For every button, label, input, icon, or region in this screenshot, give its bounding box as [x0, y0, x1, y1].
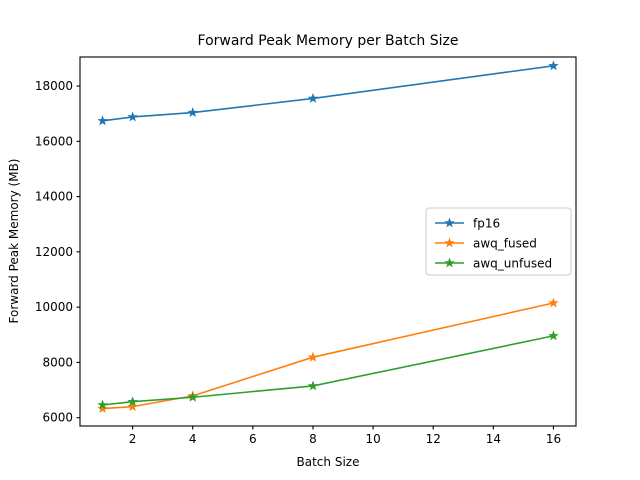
- x-tick-label: 16: [546, 432, 561, 446]
- series-group: [97, 60, 559, 414]
- data-point-marker: [97, 403, 108, 414]
- data-point-marker: [97, 399, 108, 410]
- x-axis-ticks: 2 4 6 8 10 12 14 16: [129, 426, 561, 446]
- x-tick-label: 8: [309, 432, 317, 446]
- data-point-marker: [187, 391, 198, 402]
- x-tick-label: 12: [426, 432, 441, 446]
- data-point-marker: [548, 60, 559, 71]
- legend-marker-awq_unfused: [444, 257, 455, 268]
- x-tick-label: 2: [129, 432, 137, 446]
- legend-marker-fp16: [444, 217, 455, 228]
- y-tick-label: 8000: [42, 355, 73, 369]
- x-tick-label: 14: [486, 432, 501, 446]
- data-point-marker: [307, 380, 319, 391]
- y-tick-label: 14000: [35, 190, 73, 204]
- series-awq_unfused: [97, 330, 559, 410]
- legend-label-fp16[interactable]: fp16: [473, 217, 500, 231]
- data-point-marker: [187, 107, 198, 117]
- x-tick-label: 4: [189, 432, 197, 446]
- axes-frame: [79, 56, 577, 427]
- legend-background: [425, 207, 572, 276]
- series-fp16: [97, 60, 559, 126]
- data-point-marker: [127, 111, 138, 122]
- y-tick-label: 10000: [35, 300, 73, 314]
- data-point-marker: [127, 396, 138, 407]
- legend-marker-awq_fused: [444, 237, 455, 248]
- y-tick-label: 16000: [35, 134, 73, 148]
- chart-title: Forward Peak Memory per Batch Size: [198, 33, 459, 49]
- x-tick-label: 10: [365, 432, 380, 446]
- y-tick-label: 12000: [35, 245, 73, 259]
- legend-label-awq_fused[interactable]: awq_fused: [473, 237, 537, 251]
- y-axis-title: Forward Peak Memory (MB): [7, 159, 21, 324]
- data-point-marker: [307, 92, 319, 103]
- legend-label-awq_unfused[interactable]: awq_unfused: [473, 257, 552, 271]
- y-tick-label: 6000: [42, 411, 73, 425]
- data-point-marker: [548, 330, 559, 341]
- data-point-marker: [548, 297, 559, 308]
- x-tick-label: 6: [249, 432, 257, 446]
- chart-legend[interactable]: fp16 awq_fused awq_unfused: [425, 207, 572, 276]
- y-axis-ticks: 6000 8000 10000 12000 14000 16000 18000: [35, 79, 80, 425]
- x-axis-title: Batch Size: [297, 455, 360, 469]
- data-point-marker: [127, 401, 138, 412]
- data-point-marker: [307, 351, 319, 362]
- data-point-marker: [97, 115, 108, 126]
- y-tick-label: 18000: [35, 79, 73, 93]
